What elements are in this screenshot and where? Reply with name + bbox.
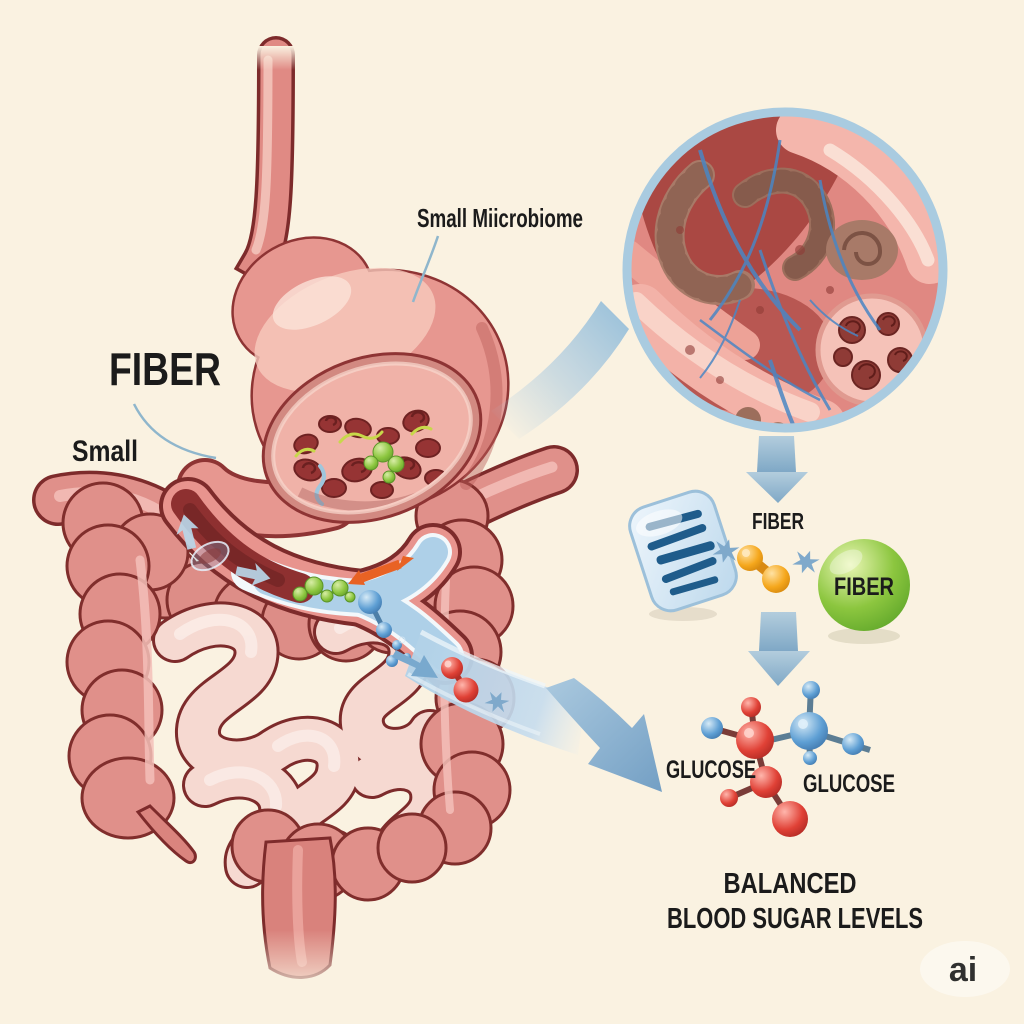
digestive-tract-illustration (32, 36, 585, 1002)
fiber-chain-molecule (292, 576, 356, 603)
stomach-green-molecules (363, 441, 405, 484)
ascending-colon (61, 481, 197, 865)
glucose-left-label: GLUCOSE (666, 756, 756, 784)
peristalsis-right-arrow-icon (235, 563, 271, 586)
appendix (135, 804, 197, 865)
orange-molecule-icon (737, 545, 790, 593)
rectum (238, 836, 354, 1002)
curved-swoosh-to-inset (491, 301, 629, 439)
fiber-supplement-icon (628, 489, 738, 621)
watermark-text: ai (949, 951, 977, 989)
small-microbiome-label: Small Miicrobiome (417, 203, 583, 233)
outcome-line2: BLOOD SUGAR LEVELS (667, 903, 923, 935)
bacteria-cluster (654, 160, 898, 424)
absorption-band (392, 629, 585, 755)
peristalsis-up-arrow-icon (176, 514, 199, 550)
stomach (176, 236, 510, 539)
fiber-main-label: FIBER (109, 343, 221, 395)
star-arrow-icon (712, 539, 740, 563)
process-flow: FIBER (628, 436, 923, 935)
fiber-step-label: FIBER (752, 508, 804, 534)
fiber-sphere-icon: FIBER (818, 539, 910, 644)
star-arrow-icon (792, 550, 820, 574)
outcome-line1: BALANCED (724, 868, 857, 900)
glucose-molecules (701, 681, 871, 837)
down-arrow-1-icon (746, 436, 808, 503)
left-labels: FIBER Small Small Miicrobiome (72, 203, 583, 468)
small-label: Small (72, 435, 138, 468)
stomach-window (261, 352, 483, 524)
microbiome-inset-circle (622, 107, 948, 433)
glucose-right-label: GLUCOSE (803, 770, 895, 798)
duodenum-channel (159, 477, 474, 685)
fiber-sphere-label: FIBER (834, 573, 894, 601)
glucose-pair-molecule (441, 657, 479, 703)
down-arrow-2-icon (748, 612, 810, 686)
star-arrow-icon (484, 691, 510, 713)
vessel-network (698, 139, 882, 424)
band-arrow-icon (392, 650, 438, 678)
curved-arrow-to-glucose (546, 678, 662, 792)
double-headed-arrow-icon (348, 556, 414, 585)
ai-watermark: ai (920, 941, 1010, 997)
leader-lines (132, 235, 440, 460)
